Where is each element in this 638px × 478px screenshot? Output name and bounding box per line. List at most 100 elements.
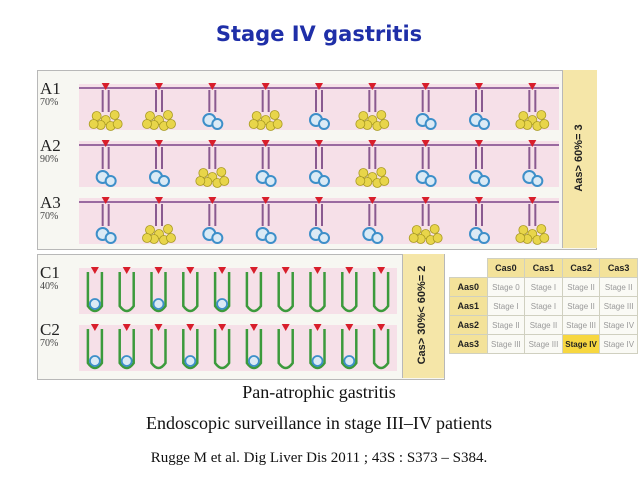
metaplastic-gland-icon bbox=[536, 224, 547, 234]
table-cell: Stage I bbox=[524, 296, 563, 316]
row-header: Aas3 bbox=[449, 334, 488, 354]
biopsy-marker-icon bbox=[90, 324, 99, 331]
metaplastic-gland-icon bbox=[216, 167, 227, 177]
metaplastic-gland-icon bbox=[219, 176, 230, 186]
col-header: Cas3 bbox=[599, 258, 638, 278]
antral-gland-icon bbox=[86, 272, 104, 313]
gland-neck bbox=[368, 147, 377, 169]
biopsy-marker-icon bbox=[281, 267, 290, 274]
metaplastic-gland-icon bbox=[515, 119, 526, 129]
gland-neck bbox=[368, 90, 377, 112]
gland-neck bbox=[208, 147, 217, 169]
row-name: A2 bbox=[40, 136, 61, 155]
biopsy-marker-icon bbox=[155, 140, 163, 147]
caption-line-1: Pan-atrophic gastritis bbox=[242, 382, 396, 402]
metaplastic-gland-icon bbox=[355, 119, 366, 129]
antral-gland-icon bbox=[182, 272, 199, 313]
biopsy-marker-icon bbox=[101, 140, 110, 147]
table-row: Aas3 Stage III Stage III Stage IV Stage … bbox=[449, 334, 638, 354]
metaplastic-gland-icon bbox=[272, 119, 283, 129]
gland-neck bbox=[101, 90, 110, 112]
oxyntic-gland-icon bbox=[318, 232, 330, 244]
oxyntic-gland-icon bbox=[318, 175, 330, 187]
metaplastic-gland-icon bbox=[142, 233, 152, 243]
metaplastic-gland-icon bbox=[247, 355, 260, 367]
panel-c-score-box bbox=[402, 254, 444, 378]
table-cell: Stage IV bbox=[599, 334, 638, 354]
gland-neck bbox=[208, 90, 217, 112]
biopsy-marker-icon bbox=[186, 267, 195, 274]
metaplastic-gland-icon bbox=[120, 355, 133, 367]
oxyntic-gland-icon bbox=[424, 118, 437, 130]
metaplastic-gland-icon bbox=[89, 355, 101, 367]
metaplastic-gland-icon bbox=[379, 176, 390, 186]
table-row: Aas2 Stage II Stage II Stage III Stage I… bbox=[449, 315, 638, 335]
biopsy-marker-icon bbox=[281, 324, 290, 331]
gland-neck bbox=[368, 204, 377, 226]
table-row: Aas0 Stage 0 Stage I Stage II Stage II bbox=[449, 277, 638, 297]
biopsy-marker-icon bbox=[261, 140, 270, 147]
biopsy-marker-icon bbox=[345, 267, 354, 274]
caption-line-2: Endoscopic surveillance in stage III–IV … bbox=[145, 413, 493, 433]
table-cell: Stage III bbox=[524, 334, 563, 354]
oxyntic-gland-icon bbox=[371, 232, 384, 244]
row-name: C1 bbox=[40, 263, 60, 282]
panel-c-score-label: Cas> 30%< 60%= 2 bbox=[416, 265, 428, 365]
biopsy-marker-icon bbox=[368, 197, 377, 204]
metaplastic-gland-icon bbox=[152, 298, 165, 310]
table-row: Aas1 Stage I Stage I Stage II Stage III bbox=[449, 296, 638, 316]
gland-neck bbox=[475, 147, 483, 169]
antral-gland-icon bbox=[213, 272, 231, 313]
biopsy-marker-icon bbox=[155, 197, 163, 204]
biopsy-marker-icon bbox=[475, 197, 483, 204]
row-percent: 40% bbox=[40, 281, 59, 292]
metaplastic-gland-icon bbox=[163, 224, 173, 234]
row-percent: 70% bbox=[40, 338, 59, 349]
metaplastic-gland-icon bbox=[311, 355, 324, 367]
metaplastic-gland-icon bbox=[166, 119, 176, 129]
mucosa-band bbox=[79, 268, 397, 314]
biopsy-marker-icon bbox=[368, 83, 377, 90]
metaplastic-gland-icon bbox=[163, 110, 173, 120]
table-cell-highlight: Stage IV bbox=[561, 334, 601, 354]
antral-gland-icon bbox=[150, 272, 167, 313]
gland-neck bbox=[315, 147, 323, 169]
metaplastic-gland-icon bbox=[195, 176, 206, 186]
row-percent: 70% bbox=[40, 211, 59, 222]
panel-c-glands bbox=[79, 267, 397, 371]
metaplastic-gland-icon bbox=[89, 298, 101, 310]
antral-gland-icon bbox=[372, 329, 390, 370]
table-cell: Stage II bbox=[486, 315, 526, 335]
table-header-row: Cas0 Cas1 Cas2 Cas3 bbox=[449, 258, 638, 278]
metaplastic-gland-icon bbox=[429, 224, 440, 234]
gland-neck bbox=[155, 90, 163, 112]
metaplastic-gland-icon bbox=[536, 110, 547, 120]
metaplastic-gland-icon bbox=[432, 233, 443, 243]
biopsy-marker-icon bbox=[421, 140, 430, 147]
biopsy-marker-icon bbox=[249, 267, 258, 274]
biopsy-marker-icon bbox=[368, 140, 377, 147]
oxyntic-gland-icon bbox=[424, 175, 437, 187]
staging-table: Cas0 Cas1 Cas2 Cas3 Aas0 Stage 0 Stage I… bbox=[449, 258, 638, 354]
biopsy-marker-icon bbox=[101, 83, 110, 90]
biopsy-marker-icon bbox=[528, 197, 537, 204]
antral-gland-icon bbox=[277, 272, 294, 313]
metaplastic-gland-icon bbox=[142, 119, 152, 129]
row-label-a3: A3 70% bbox=[40, 194, 61, 223]
row-name: A3 bbox=[40, 193, 61, 212]
metaplastic-gland-icon bbox=[248, 119, 259, 129]
antral-gland-icon bbox=[86, 329, 104, 370]
row-percent: 70% bbox=[40, 97, 59, 108]
oxyntic-gland-icon bbox=[478, 118, 490, 130]
gland-neck bbox=[475, 90, 483, 112]
antral-gland-icon bbox=[372, 272, 390, 313]
biopsy-marker-icon bbox=[528, 83, 537, 90]
metaplastic-gland-icon bbox=[376, 167, 387, 177]
oxyntic-gland-icon bbox=[478, 232, 490, 244]
table-cell: Stage II bbox=[599, 277, 638, 297]
biopsy-marker-icon bbox=[154, 267, 163, 274]
col-header: Cas2 bbox=[561, 258, 601, 278]
gland-neck bbox=[475, 204, 483, 226]
gland-neck bbox=[315, 204, 323, 226]
panel-a-glands bbox=[79, 83, 559, 245]
